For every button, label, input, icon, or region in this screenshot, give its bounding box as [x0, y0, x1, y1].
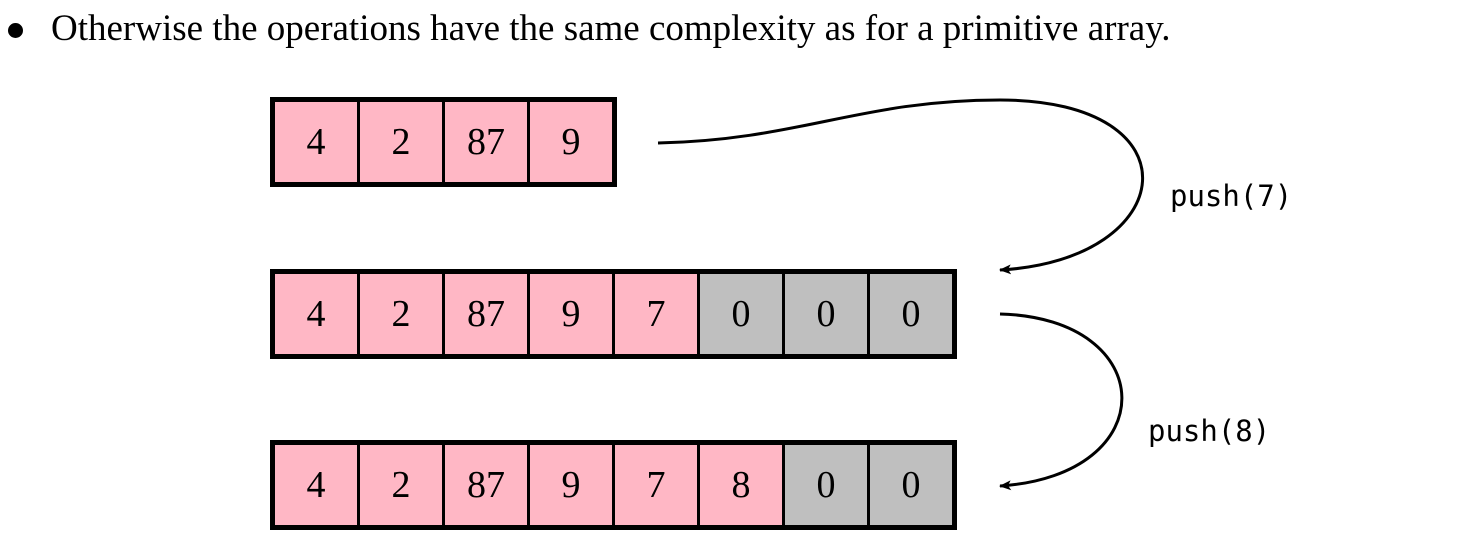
push-8-label: push(8) [1148, 414, 1271, 448]
bullet-item: Otherwise the operations have the same c… [8, 2, 1171, 54]
array-cell: 7 [615, 445, 697, 525]
bullet-dot-icon [8, 22, 23, 38]
array-cell: 0 [870, 274, 952, 354]
push-7-label: push(7) [1170, 179, 1293, 213]
push-7-arrow [657, 98, 1144, 275]
push-8-arrow [999, 312, 1124, 491]
array-cell: 87 [445, 445, 527, 525]
array-cell: 4 [275, 445, 357, 525]
array-cell: 4 [275, 102, 357, 182]
array-cell: 8 [700, 445, 782, 525]
array-cell: 9 [530, 102, 612, 182]
array-cell: 0 [700, 274, 782, 354]
array-cell: 2 [360, 445, 442, 525]
array-cell: 9 [530, 445, 612, 525]
array-cell: 2 [360, 274, 442, 354]
array-cell: 0 [785, 445, 867, 525]
array-cell: 0 [870, 445, 952, 525]
array-cell: 2 [360, 102, 442, 182]
array-cell: 87 [445, 274, 527, 354]
array-cell: 4 [275, 274, 357, 354]
array-cell: 9 [530, 274, 612, 354]
bullet-text: Otherwise the operations have the same c… [51, 7, 1171, 49]
array-cell: 0 [785, 274, 867, 354]
array-cell: 7 [615, 274, 697, 354]
array-cell: 87 [445, 102, 527, 182]
